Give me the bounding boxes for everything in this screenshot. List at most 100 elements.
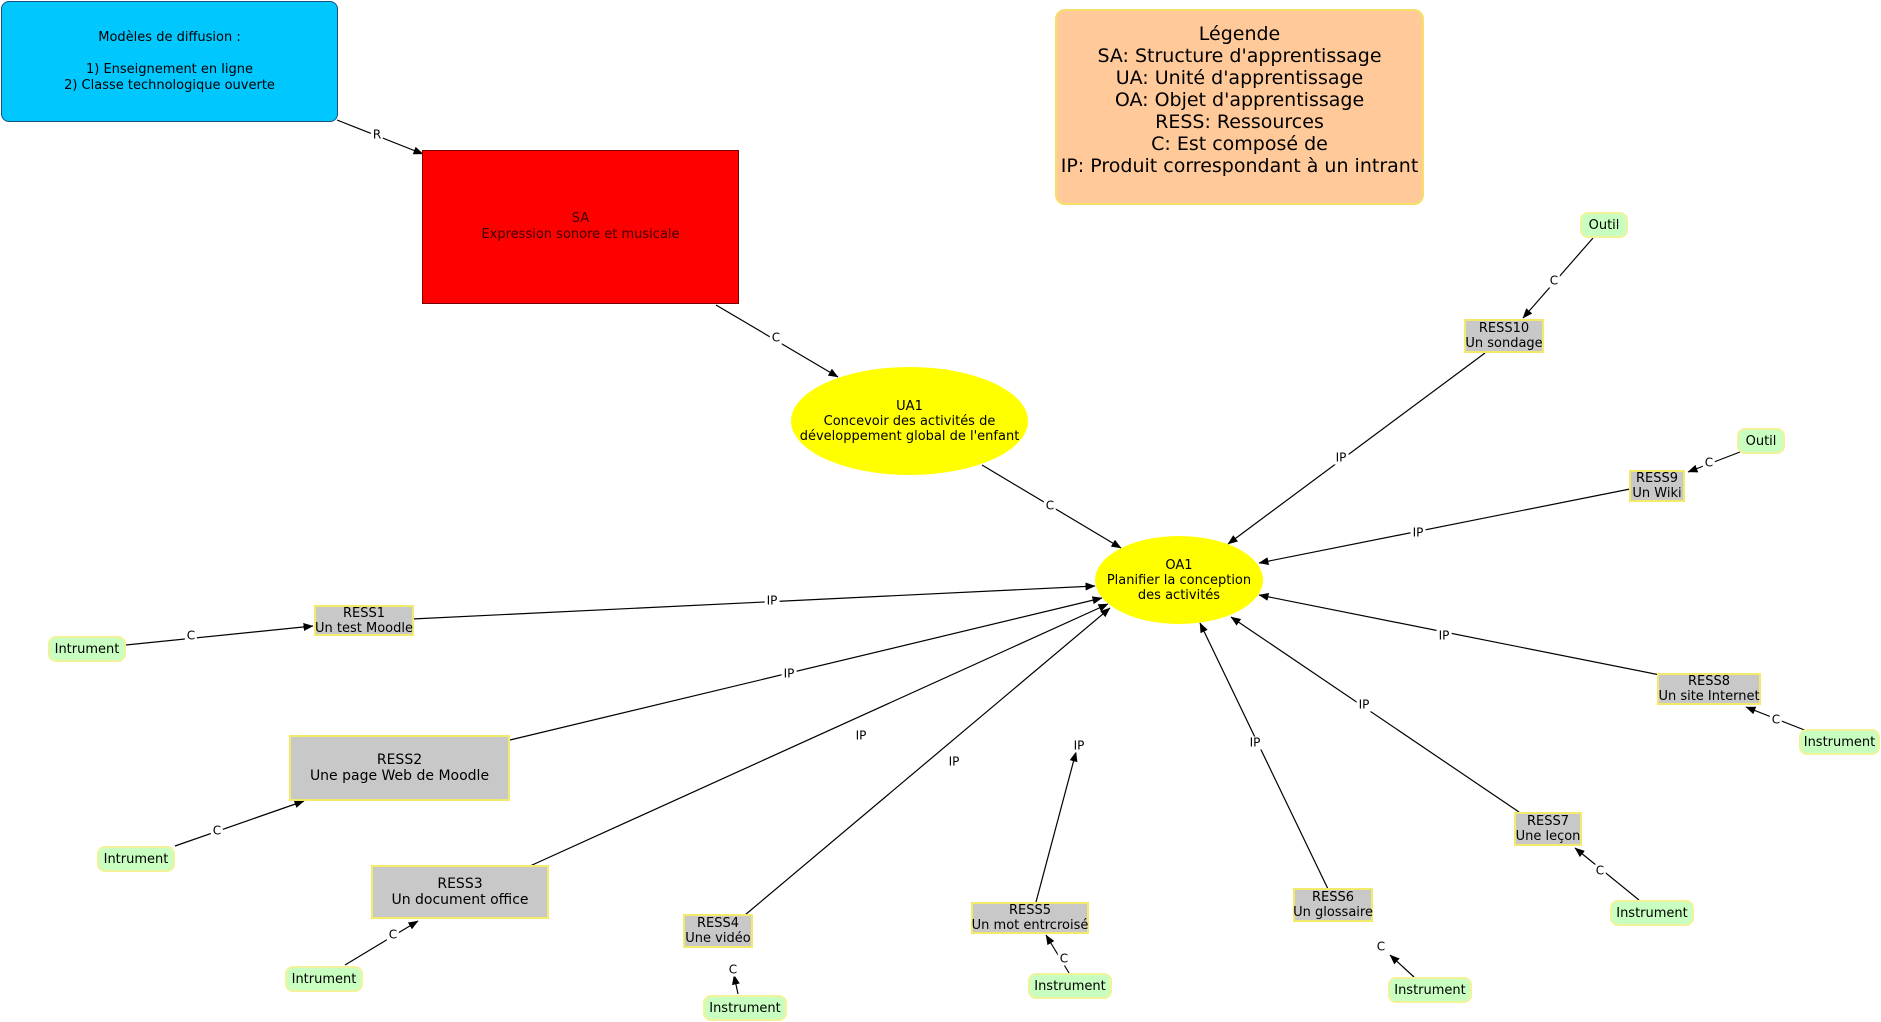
connector-label-ip: IP (853, 728, 869, 743)
connector-label-ip: IP (1333, 450, 1349, 465)
tool-label: Outil (1588, 217, 1620, 233)
connector-ip-arrow (1258, 592, 1661, 676)
diffusion-model-2: 2) Classe technologique ouverte (64, 77, 275, 93)
oa1-node[interactable]: OA1 Planifier la conception des activité… (1095, 536, 1263, 624)
tool-label: Instrument (1616, 905, 1688, 921)
connector-ip-arrow (529, 603, 1109, 867)
connector-label-ip: IP (1247, 735, 1263, 750)
ress-title: Une vidéo (685, 931, 751, 946)
ua1-line-1: Concevoir des activités de (823, 413, 996, 429)
legend-item: IP: Produit correspondant à un intrant (1060, 155, 1419, 177)
instrument-node-2[interactable]: Intrument (97, 846, 175, 872)
connector-label-ip: IP (764, 593, 780, 608)
ress8-node[interactable]: RESS8 Un site Internet (1657, 673, 1761, 705)
connector-ip-arrow (744, 607, 1111, 916)
tool-label: Outil (1745, 433, 1777, 449)
tool-node-1[interactable]: Outil (1737, 428, 1785, 454)
sa-title: Expression sonore et musicale (481, 227, 680, 242)
connector-label-c: C (1769, 712, 1783, 727)
connector-label-c: C (1593, 863, 1607, 878)
ress7-node[interactable]: RESS7 Une leçon (1514, 812, 1582, 846)
connector-c-arrow (732, 974, 740, 995)
instrument-node-1[interactable]: Intrument (48, 636, 126, 662)
connector-c-arrow (174, 800, 305, 847)
connector-ip-arrow (1227, 352, 1486, 545)
oa1-line-2: des activités (1137, 587, 1221, 603)
legend-item: RESS: Ressources (1155, 111, 1324, 133)
ress-code: RESS6 (1311, 890, 1355, 905)
connector-c-arrow (344, 920, 419, 966)
instrument-node-4[interactable]: Instrument (703, 995, 787, 1021)
connector-ip-arrow (1230, 616, 1520, 813)
ress-title: Un test Moodle (315, 620, 413, 636)
ress-code: RESS2 (376, 752, 423, 768)
ress-code: RESS8 (1687, 674, 1731, 689)
oa1-code: OA1 (1165, 557, 1193, 573)
ress-code: RESS1 (342, 605, 386, 621)
diffusion-title: Modèles de diffusion : (98, 29, 241, 45)
connector-label-ip: IP (781, 666, 797, 681)
ress-code: RESS9 (1635, 471, 1679, 486)
instrument-node-7[interactable]: Instrument (1610, 900, 1694, 926)
ress4-node[interactable]: RESS4 Une vidéo (683, 914, 753, 948)
ress2-node[interactable]: RESS2 Une page Web de Moodle (289, 735, 510, 801)
instrument-node-8[interactable]: Instrument (1799, 729, 1880, 755)
connector-c-arrow (1389, 954, 1415, 978)
ress-title: Une page Web de Moodle (309, 768, 490, 784)
connector-c-arrow (125, 622, 314, 646)
connector-label-c: C (1057, 951, 1071, 966)
instrument-node-6[interactable]: Instrument (1388, 977, 1472, 1003)
tool-label: Instrument (1034, 978, 1106, 994)
ress9-node[interactable]: RESS9 Un Wiki (1629, 470, 1685, 502)
diffusion-models-box[interactable]: Modèles de diffusion : 1) Enseignement e… (1, 1, 338, 122)
connector-ip-arrow (1199, 622, 1329, 890)
ress-title: Un Wiki (1632, 486, 1682, 501)
connector-ip-arrow (1035, 751, 1078, 903)
ress6-node[interactable]: RESS6 Un glossaire (1293, 888, 1373, 922)
ress-title: Un mot entrcroisé (971, 918, 1089, 933)
ress-title: Un glossaire (1293, 905, 1373, 920)
ress1-node[interactable]: RESS1 Un test Moodle (314, 605, 414, 636)
connector-label-ip: IP (946, 754, 962, 769)
connector-ip-arrow (1258, 488, 1631, 566)
ua1-node[interactable]: UA1 Concevoir des activités de développe… (791, 367, 1028, 475)
ress-code: RESS10 (1478, 321, 1530, 336)
ress5-node[interactable]: RESS5 Un mot entrcroisé (971, 902, 1089, 934)
connector-label-c: C (1043, 498, 1057, 513)
connector-label-c: C (769, 330, 783, 345)
ress-title: Un document office (391, 892, 529, 908)
connector-label-ip: IP (1436, 628, 1452, 643)
connector-label-r: R (370, 127, 384, 142)
legend-box: Légende SA: Structure d'apprentissage UA… (1055, 9, 1424, 205)
instrument-node-5[interactable]: Instrument (1028, 973, 1112, 999)
ress3-node[interactable]: RESS3 Un document office (371, 865, 549, 919)
tool-label: Instrument (709, 1000, 781, 1016)
connector-c-arrow (1574, 847, 1640, 901)
ress-code: RESS5 (1008, 903, 1052, 918)
connector-label-ip: IP (1071, 738, 1087, 753)
instrument-node-3[interactable]: Intrument (285, 966, 363, 992)
connector-ip-arrow (411, 582, 1096, 620)
ress-code: RESS7 (1526, 814, 1570, 829)
connector-label-c: C (210, 823, 224, 838)
connector-label-c: C (184, 628, 198, 643)
ress-title: Une leçon (1515, 829, 1581, 844)
ress-title: Un sondage (1465, 336, 1543, 351)
ress-code: RESS3 (437, 876, 483, 892)
ua1-line-2: développement global de l'enfant (799, 428, 1020, 444)
tool-label: Instrument (1803, 734, 1876, 750)
connector-label-ip: IP (1356, 697, 1372, 712)
sa-node[interactable]: SA Expression sonore et musicale (422, 150, 739, 304)
oa1-line-1: Planifier la conception (1106, 572, 1252, 588)
connector-c-arrow (1045, 934, 1070, 974)
connector-label-c: C (386, 927, 400, 942)
connector-ip-arrow (509, 596, 1103, 741)
ua1-code: UA1 (896, 398, 923, 414)
connector-label-ip: IP (1410, 525, 1426, 540)
tool-label: Intrument (291, 971, 357, 987)
tool-node-2[interactable]: Outil (1580, 212, 1628, 238)
tool-label: Intrument (54, 641, 120, 657)
ress10-node[interactable]: RESS10 Un sondage (1464, 319, 1544, 353)
connector-label-c: C (726, 962, 740, 977)
